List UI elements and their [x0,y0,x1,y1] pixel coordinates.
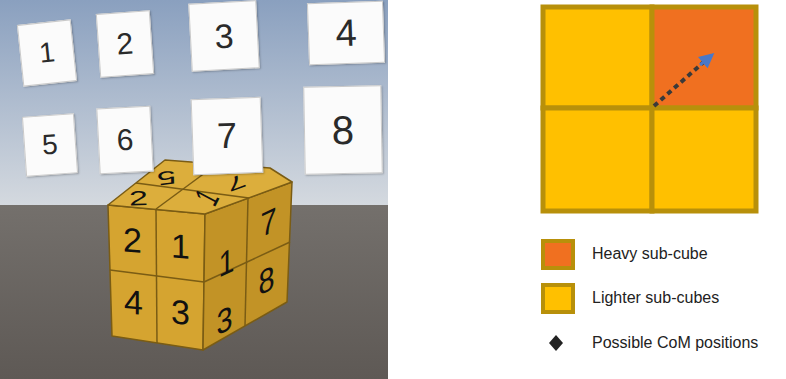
cube-face-number: 4 [124,284,143,320]
cube-face-number: 7 [224,171,248,195]
cube-face-number: 2 [128,187,148,208]
legend-swatch [541,239,575,270]
cube-face-number: 3 [216,299,232,340]
card-number: 6 [116,125,134,156]
com-path [654,55,712,106]
card-number: 7 [216,118,237,155]
card-number: 5 [41,130,58,159]
card-number: 1 [38,38,56,67]
cube [108,160,292,350]
floor [0,205,388,379]
number-card: 8 [303,85,383,174]
card-number: 3 [214,19,235,54]
cube-face-number: 1 [171,228,190,264]
sky [0,0,388,205]
number-card: 5 [22,113,78,176]
card-number: 4 [335,14,357,53]
cube-face-number: 8 [258,259,274,300]
cube-face-number: 1 [218,241,234,282]
legend-swatch [541,283,575,314]
legend-label: Possible CoM positions [592,335,758,351]
card-number: 8 [332,110,355,150]
number-card: 6 [96,106,153,175]
cube-face-number: 3 [171,294,190,330]
number-card: 4 [307,1,385,66]
number-card: 2 [96,10,154,78]
card-number: 2 [116,28,135,59]
cube-face-number: 7 [260,201,276,242]
sub-cube-grid [543,7,756,211]
cube-face-number: 1 [188,184,223,210]
cube-face-number: 2 [123,222,142,258]
legend-label: Heavy sub-cube [592,246,708,262]
number-card: 1 [17,19,77,86]
cube-face-number: 5 [155,167,176,188]
com-diamond-symbol [549,335,563,351]
number-card: 3 [188,0,259,71]
number-card: 7 [191,97,264,175]
legend-label: Lighter sub-cubes [592,290,719,306]
